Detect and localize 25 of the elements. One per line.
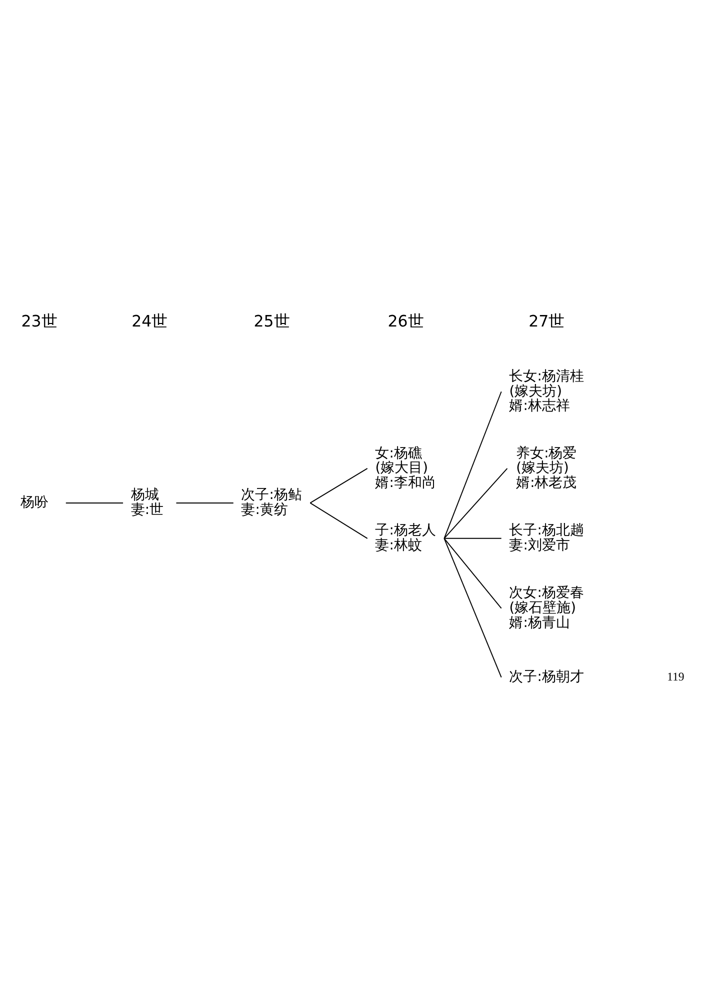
node-text: 长女:杨清桂 (嫁夫坊) 婿:林志祥 — [509, 368, 584, 414]
node-text: 次子:杨朝才 — [509, 668, 584, 685]
connector — [176, 502, 234, 504]
node-text: 次子:杨鲇 妻:黄纺 — [241, 487, 302, 518]
connector — [444, 468, 508, 539]
connector — [310, 502, 368, 539]
label: 26世 — [388, 311, 424, 330]
label: 23世 — [21, 311, 58, 330]
node-text: 杨吩 — [20, 494, 49, 511]
connector — [65, 502, 124, 504]
label: 27世 — [528, 311, 565, 330]
label: 25世 — [254, 311, 290, 330]
node-text: 女:杨礁 (嫁大目) 婿:李和尚 — [375, 445, 436, 491]
label: 119 — [667, 669, 684, 684]
node-text: 子:杨老人 妻:林蚊 — [375, 522, 436, 554]
label: 24世 — [132, 311, 168, 330]
connector — [444, 538, 502, 539]
connector — [444, 538, 502, 678]
node-text: 杨城 妻:世 — [130, 487, 164, 518]
node-text: 长子:杨北趟 妻:刘爱市 — [509, 522, 584, 554]
node-text: 养女:杨爱 (嫁夫坊) 婿:林老茂 — [516, 445, 577, 491]
node-text: 次女:杨爱春 (嫁石壁施) 婿:杨青山 — [509, 585, 584, 631]
connector — [310, 468, 368, 504]
connector — [444, 538, 502, 609]
connector — [444, 391, 502, 539]
